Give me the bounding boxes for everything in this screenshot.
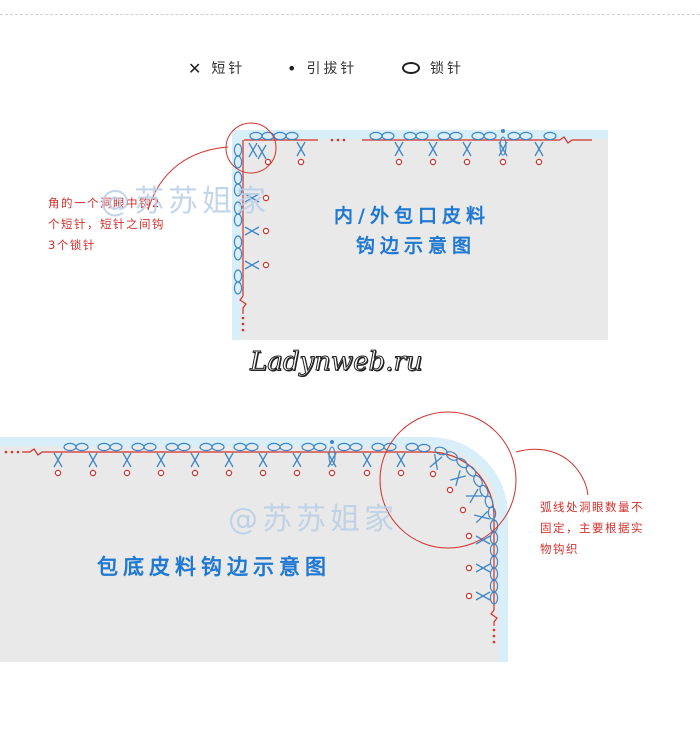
panel-1-title-line2: 钩边示意图 bbox=[356, 235, 477, 257]
watermark: @苏苏姐家 bbox=[100, 184, 270, 219]
panel-2-top-stitches bbox=[53, 440, 431, 468]
panel-2-curve-callout bbox=[379, 411, 589, 549]
legend-item-chain-stitch: 锁针 bbox=[402, 58, 464, 78]
panel-1-top-stitches bbox=[273, 129, 557, 157]
site-watermark-logo: Ladynweb.ru bbox=[250, 347, 424, 378]
panel-2-ellipsis bbox=[4, 450, 496, 644]
top-divider bbox=[0, 14, 700, 15]
legend-item-single-crochet: ✕ 短针 bbox=[188, 58, 245, 78]
panel-1-ellipsis bbox=[241, 138, 346, 332]
note-line: 角的一个洞眼中钩2 bbox=[48, 196, 161, 210]
note-line: 个短针，短针之间钩 bbox=[48, 217, 165, 231]
note-line: 弧线处洞眼数量不 bbox=[540, 500, 644, 514]
legend-label: 锁针 bbox=[430, 61, 464, 77]
note-line: 固定，主要根据实 bbox=[540, 521, 644, 535]
panel-1-title-line1: 内/外包口皮料 bbox=[334, 205, 490, 227]
x-stitch-icon: ✕ bbox=[188, 58, 202, 78]
panel-2-leather-piece bbox=[0, 437, 508, 662]
panel-2-note: 弧线处洞眼数量不 固定，主要根据实 物钩织 bbox=[540, 497, 644, 560]
note-line: 3个锁针 bbox=[48, 238, 96, 252]
panel-1-corner-callout bbox=[147, 122, 277, 211]
panel-2-title: 包底皮料钩边示意图 bbox=[97, 555, 331, 579]
note-line: 物钩织 bbox=[540, 542, 579, 556]
legend-label: 短针 bbox=[211, 61, 246, 77]
dot-stitch-icon: • bbox=[287, 58, 297, 78]
legend-item-slip-stitch: • 引拔针 bbox=[287, 58, 357, 78]
stitch-legend: ✕ 短针 • 引拔针 锁针 bbox=[0, 58, 700, 82]
chain-stitch-icon bbox=[402, 62, 420, 74]
legend-label: 引拔针 bbox=[306, 61, 358, 77]
watermark: @苏苏姐家 bbox=[228, 502, 398, 537]
panel-1-note: 角的一个洞眼中钩2 个短针，短针之间钩 3个锁针 bbox=[48, 193, 165, 256]
panel-1-leather-piece bbox=[232, 130, 608, 340]
